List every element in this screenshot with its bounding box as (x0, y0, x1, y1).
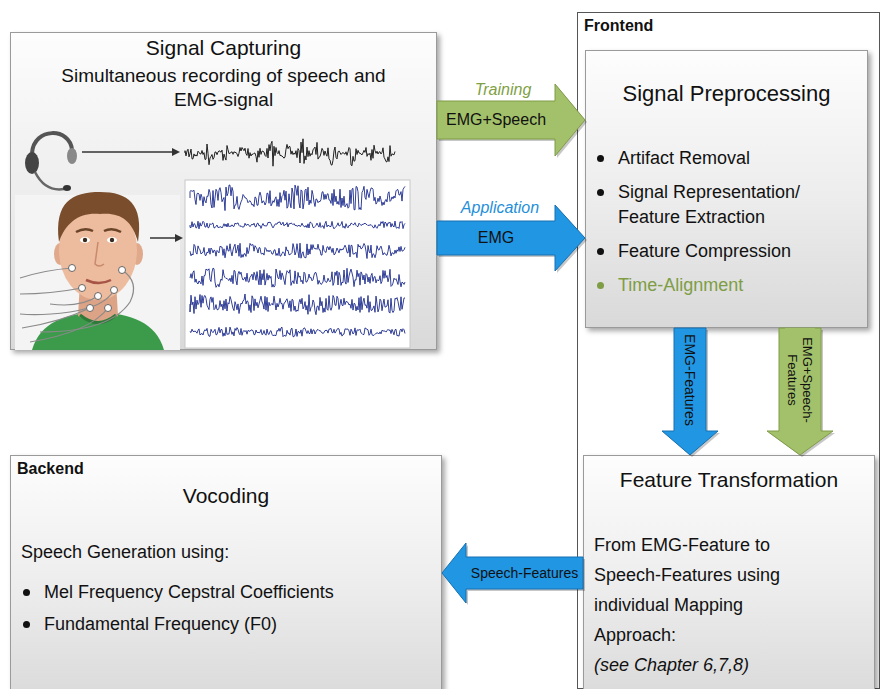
panel-title: Frontend (578, 13, 879, 39)
arrow-body (442, 543, 583, 603)
bullet-item: Time-Alignment (618, 273, 743, 298)
headset-icon (25, 133, 77, 191)
arrow-shadow (664, 330, 720, 457)
bullet-item: Artifact Removal (618, 146, 750, 171)
block-arrow (767, 328, 835, 457)
process-box: Signal PreprocessingArtifact RemovalSign… (585, 50, 868, 328)
arrow-shadow (769, 330, 835, 457)
reference-note: (see Chapter 6,7,8) (584, 650, 874, 680)
bullet-item: Mel Frequency Cepstral Coefficients (44, 581, 334, 603)
bullet-row: Time-Alignment (586, 273, 867, 298)
bullet-row: Fundamental Frequency (F0) (11, 613, 441, 635)
bullet-row: Signal Representation/ Feature Extractio… (586, 180, 867, 230)
emg-waveforms (190, 185, 405, 337)
box-title: Signal Capturing (11, 35, 436, 60)
mode-label: Application (461, 199, 539, 217)
box-title: Signal Preprocessing (586, 81, 867, 107)
emg-plot-frame (185, 180, 410, 348)
emg-trace (190, 221, 405, 229)
speech-waveform (185, 139, 395, 166)
arrow-body (767, 328, 833, 455)
bullet-dot (597, 248, 604, 255)
arrow-label: EMG+Speech (446, 111, 546, 128)
label-patch: EMG+Speech (444, 110, 548, 130)
emg-trace (190, 185, 405, 211)
bullet-item: Signal Representation/ Feature Extractio… (618, 180, 867, 230)
label-patch: Speech-Features (469, 564, 580, 582)
frontend-panel: FrontendSignal PreprocessingArtifact Rem… (577, 12, 880, 689)
label-patch: EMG-Features (681, 332, 699, 428)
bullet-dot (597, 282, 604, 289)
bullet-dot (597, 189, 604, 196)
bullet-item: Fundamental Frequency (F0) (44, 613, 277, 635)
box-title: Feature Transformation (584, 468, 874, 492)
label-patch: EMG (476, 228, 516, 248)
emg-trace (190, 243, 405, 258)
arrow-shadow (439, 207, 587, 273)
bullet-dot (23, 621, 30, 628)
mode-label-text: Application (461, 199, 539, 216)
block-arrow (442, 543, 585, 605)
box-title: Vocoding (11, 484, 441, 508)
face-photo (15, 192, 180, 350)
panel-title: Backend (11, 456, 441, 482)
mode-label: Training (475, 81, 532, 99)
emg-trace (190, 294, 405, 315)
box-body: Speech Generation using: (11, 541, 441, 563)
arrow-label: EMG (478, 229, 514, 246)
label-patch: EMG+Speech-Features (785, 328, 815, 432)
box-body: From EMG-Feature to Speech-Features usin… (584, 530, 809, 650)
backend-box: BackendVocodingSpeech Generation using: M… (10, 455, 442, 689)
arrow-body (662, 328, 718, 455)
bullet-row: Artifact Removal (586, 146, 867, 171)
process-box: Feature TransformationFrom EMG-Feature t… (583, 455, 875, 689)
mode-label-text: Training (475, 81, 532, 98)
pointer-arrow (82, 148, 180, 156)
speech-trace (185, 139, 395, 166)
block-arrow (662, 328, 720, 457)
emg-trace (190, 268, 405, 287)
pointer-arrow (150, 234, 183, 242)
bullet-dot (23, 589, 30, 596)
box-subtitle: Simultaneous recording of speech and EMG… (36, 64, 411, 112)
bullet-row: Feature Compression (586, 239, 867, 264)
capture-box: Signal CapturingSimultaneous recording o… (10, 32, 437, 350)
bullet-dot (597, 155, 604, 162)
arrow-label: Speech-Features (471, 565, 578, 581)
emg-trace (190, 327, 405, 337)
bullet-row: Mel Frequency Cepstral Coefficients (11, 581, 441, 603)
arrow-label: EMG+Speech-Features (785, 337, 815, 423)
arrow-shadow (444, 545, 585, 605)
arrow-label: EMG-Features (682, 334, 698, 426)
bullet-item: Feature Compression (618, 239, 791, 264)
